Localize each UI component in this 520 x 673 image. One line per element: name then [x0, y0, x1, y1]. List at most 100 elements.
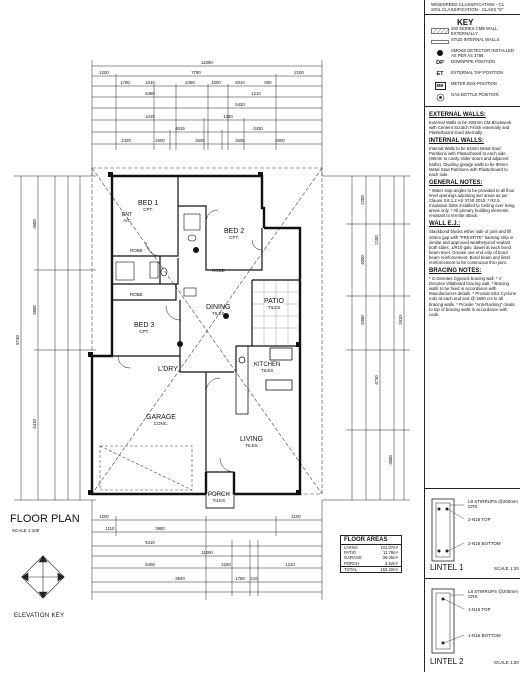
notes-panel: WINDSPEED CLASSIFICATION - C1 SOIL CLASS… [424, 0, 520, 672]
note-heading: WALL E.J.: [429, 221, 461, 228]
room-label-laundry: L'DRY [158, 366, 178, 373]
bathroom-fixtures [115, 213, 201, 297]
lintel-2-detail: L8 STIRRUPS @200mm CRS 1-N16 TOP 1-N16 B… [424, 578, 520, 673]
key-row: ET EXTERNAL TAP POSITION [429, 70, 517, 81]
kitchen-benches [235, 345, 293, 415]
dimension-label: 3600 [388, 455, 393, 465]
lintel-2-bottom-bars: 1-N16 BOTTOM [468, 633, 501, 638]
lintel-2-scale: SCALE 1:20 [494, 660, 519, 665]
dimension-label: 3540 [175, 576, 185, 581]
dimension-label: 1200 [99, 70, 109, 75]
windspeed-classification: WINDSPEED CLASSIFICATION - C1 [431, 2, 505, 7]
dimension-label: 2420 [121, 138, 131, 143]
dimension-label: 4615 [175, 126, 185, 131]
dimension-label: 1200 [99, 514, 109, 519]
smoke-detector-icons [177, 247, 229, 347]
dimension-label: 2600 [195, 138, 205, 143]
dimension-label: 2460 [185, 80, 195, 85]
dimension-label: 1210 [285, 562, 295, 567]
lintel-1-scale: SCALE 1:20 [494, 566, 519, 571]
note-heading: GENERAL NOTES: [429, 179, 483, 186]
key-row: MB METER BOX POSITION [429, 81, 517, 92]
roof-outline [91, 167, 323, 495]
note-heading: INTERNAL WALLS: [429, 138, 484, 145]
dimension-label: 210 [250, 576, 258, 581]
dimension-label: 2100 [374, 235, 379, 245]
key-row: GAS BOTTLE POSITION [429, 92, 517, 103]
room-label-robe-1: ROBE [130, 248, 143, 253]
note-heading: BRACING NOTES: [429, 268, 482, 275]
stud-wall-icon [429, 38, 451, 46]
note-text: Internal Walls to be 64mm Metal Stud Par… [429, 146, 509, 177]
external-tap-icon: ET [436, 71, 444, 78]
dimension-label: 7790 [191, 70, 201, 75]
dimension-label: 8740 [15, 335, 20, 345]
downpipe-icon: DP [436, 60, 444, 67]
gas-bottle-icon [429, 93, 451, 101]
dimension-label: 3380 [360, 315, 365, 325]
dimension-label: 830 [264, 80, 272, 85]
key-row: 200 SERIES CMB WALL EXTERNALLY [429, 26, 517, 37]
dimension-label: 1810 [398, 315, 403, 325]
dimension-label: 2600 [155, 138, 165, 143]
dimension-label: 5420 [235, 102, 245, 107]
lintel-2-title: LINTEL 2 [430, 657, 464, 666]
lintel-2-section [431, 588, 465, 654]
lintel-2-top-bars: 1-N16 TOP [468, 607, 491, 612]
note-text: * Water stop angles to be provided to al… [429, 187, 515, 219]
note-text: External Walls to be 200mm CM Blockwork … [429, 120, 512, 136]
porch-outline [205, 471, 235, 509]
general-notes: EXTERNAL WALLS: External Walls to be 200… [425, 107, 520, 317]
key-row: DP DOWNPIPE POSITION [429, 59, 517, 70]
downpipe-icons [88, 172, 301, 495]
dimension-label: 5460 [145, 91, 155, 96]
lintel-1-section [431, 498, 465, 562]
lintel-1-top-bars: 2-N16 TOP [468, 517, 491, 522]
dimension-label: 3980 [155, 526, 165, 531]
soil-classification: SOIL CLASSIFICATION - CLASS "S" [431, 7, 504, 12]
dimension-label: 2600 [275, 138, 285, 143]
room-label-robe-3: ROBE [130, 292, 143, 297]
lintel-1-detail: L8 STIRRUPS @200mm CRS 2-N16 TOP 2-N16 B… [424, 488, 520, 575]
note-text: * G Denotes Gyprock bracing wall. * V De… [429, 276, 517, 317]
floor-plan-title: FLOOR PLAN [10, 513, 80, 525]
note-heading: EXTERNAL WALLS: [429, 112, 486, 118]
dimension-label: 1430 [223, 114, 233, 119]
dimension-label: 4000 [360, 255, 365, 265]
dimension-label: 2100 [294, 70, 304, 75]
dimension-label: 1110 [106, 526, 116, 531]
dimension-label: 11090 [201, 60, 213, 65]
dimension-label: 3600 [32, 305, 37, 315]
dimension-label: 4410 [32, 419, 37, 429]
classification-header: WINDSPEED CLASSIFICATION - C1 SOIL CLASS… [425, 0, 520, 15]
dimension-label: 2600 [235, 138, 245, 143]
bottom-dimension-lines [91, 500, 323, 600]
dimension-label: 1010 [145, 80, 155, 85]
floor-plan-scale: SCALE 1:100 [12, 528, 40, 533]
lintel-1-bottom-bars: 2-N16 BOTTOM [468, 541, 501, 546]
floor-areas-title: FLOOR AREAS [341, 536, 401, 545]
legend-key: KEY 200 SERIES CMB WALL EXTERNALLY STUD … [425, 15, 520, 107]
elevation-key-symbol [21, 555, 65, 599]
smoke-detector-icon [429, 49, 451, 57]
left-dimension-lines [14, 175, 96, 501]
right-dimension-lines [322, 175, 410, 501]
dimension-label: 1790 [120, 80, 130, 85]
note-text: Stackbond blocks either side of joint an… [429, 229, 514, 265]
